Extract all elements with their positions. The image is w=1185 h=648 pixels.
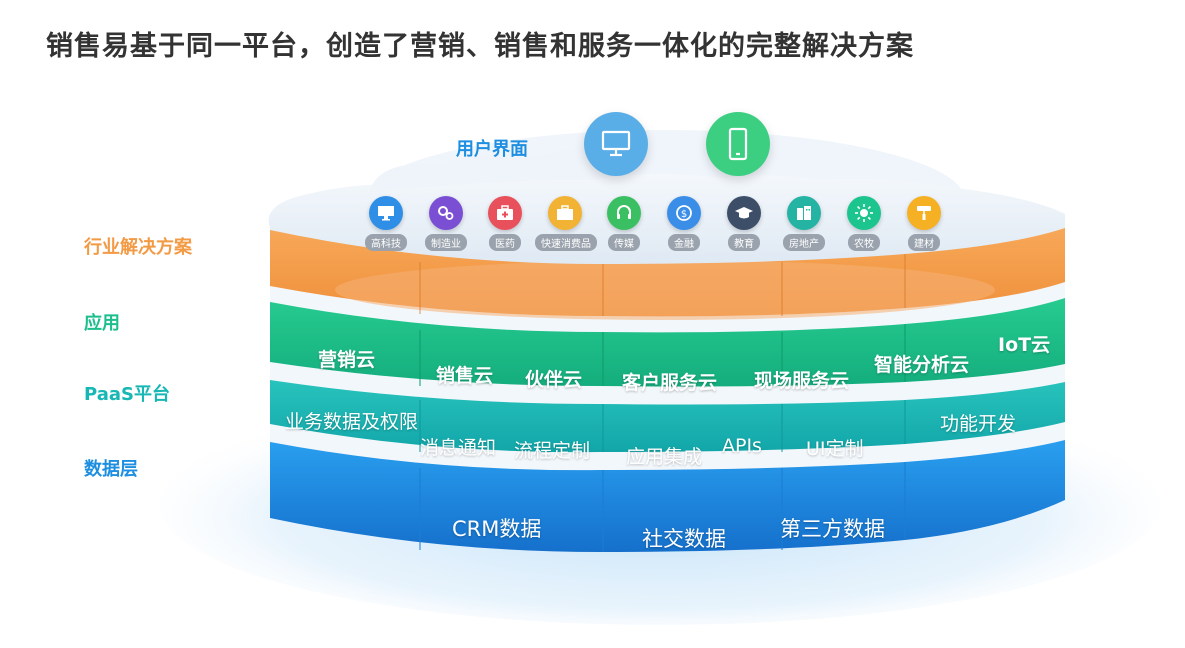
industry-item: 医药 — [475, 196, 535, 251]
industry-item: 高科技 — [356, 196, 416, 251]
industry-label: 医药 — [489, 234, 521, 251]
app-label: 营销云 — [318, 349, 376, 371]
industry-label: 快速消费品 — [535, 234, 597, 251]
page-title: 销售易基于同一平台，创造了营销、销售和服务一体化的完整解决方案 — [46, 31, 914, 62]
paas-label: 消息通知 — [420, 437, 497, 459]
industry-label: 房地产 — [783, 234, 825, 251]
svg-text:$: $ — [681, 209, 687, 220]
industry-item: 教育 — [714, 196, 774, 251]
coin-icon: $ — [667, 196, 701, 230]
industry-label: 教育 — [728, 234, 760, 251]
paas-label: APIs — [722, 435, 762, 457]
app-label: IoT云 — [998, 334, 1051, 356]
gears-icon — [429, 196, 463, 230]
data-label: CRM数据 — [452, 517, 542, 541]
industry-item: 农牧 — [834, 196, 894, 251]
paint-roller-icon — [907, 196, 941, 230]
paas-label: 流程定制 — [514, 440, 591, 462]
industry-label: 高科技 — [365, 234, 407, 251]
layer-label-paas: PaaS平台 — [84, 384, 170, 405]
industry-label: 农牧 — [848, 234, 880, 251]
app-label: 销售云 — [436, 365, 494, 387]
paas-label: 应用集成 — [626, 446, 703, 468]
application-layer-band — [270, 296, 1065, 387]
monitor-icon — [369, 196, 403, 230]
app-label: 伙伴云 — [525, 369, 583, 391]
industry-label: 传媒 — [608, 234, 640, 251]
paas-layer-band — [270, 378, 1065, 453]
app-label: 智能分析云 — [874, 354, 970, 376]
sun-icon — [847, 196, 881, 230]
industry-layer-band — [270, 226, 1065, 320]
industry-item: 建材 — [894, 196, 954, 251]
industry-label: 建材 — [908, 234, 940, 251]
user-interface-label: 用户界面 — [456, 139, 528, 160]
paas-label: 功能开发 — [940, 413, 1017, 435]
mobile-icon — [706, 112, 770, 176]
graduation-cap-icon — [727, 196, 761, 230]
paas-label: 业务数据及权限 — [285, 411, 419, 433]
layer-label-data: 数据层 — [84, 459, 138, 480]
industry-item: 制造业 — [416, 196, 476, 251]
medkit-icon — [488, 196, 522, 230]
headset-icon — [607, 196, 641, 230]
paas-label: UI定制 — [806, 438, 864, 460]
industry-label: 制造业 — [425, 234, 467, 251]
building-icon — [787, 196, 821, 230]
app-label: 客户服务云 — [622, 372, 718, 394]
data-label: 社交数据 — [642, 527, 726, 551]
box-icon — [548, 196, 582, 230]
app-label: 现场服务云 — [754, 370, 850, 392]
industry-item: 快速消费品 — [535, 196, 597, 251]
industry-label: 金融 — [668, 234, 700, 251]
industry-item: 传媒 — [594, 196, 654, 251]
industry-item: 房地产 — [774, 196, 834, 251]
layer-label-application: 应用 — [84, 313, 120, 334]
industry-item: $ 金融 — [654, 196, 714, 251]
data-label: 第三方数据 — [780, 517, 885, 541]
monitor-icon — [584, 112, 648, 176]
layer-label-industry: 行业解决方案 — [84, 237, 192, 258]
